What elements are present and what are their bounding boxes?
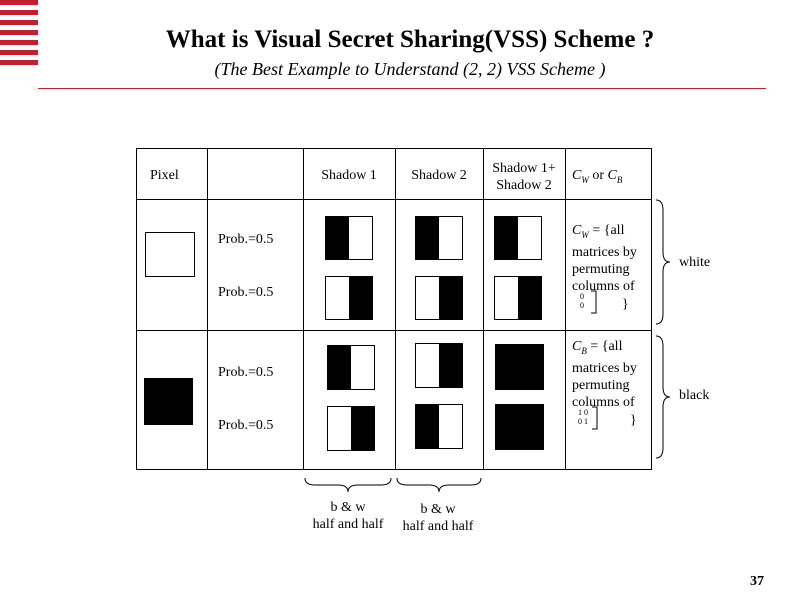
cw-base-matrix: 0 0 bbox=[580, 292, 584, 310]
header-pixel: Pixel bbox=[150, 168, 179, 183]
cb-definition: CB = {all matrices by permuting columns … bbox=[572, 338, 650, 411]
share-block-black-left bbox=[415, 216, 463, 260]
title-divider bbox=[38, 88, 766, 89]
cb-close-brace: } bbox=[630, 413, 637, 428]
matrix-bracket bbox=[592, 406, 598, 430]
cw-close-brace: } bbox=[622, 297, 629, 312]
table-col-divider bbox=[483, 148, 484, 470]
vss-table bbox=[136, 148, 652, 470]
header-stacked-line1: Shadow 1+ bbox=[492, 161, 556, 176]
share-block-black-left bbox=[327, 345, 375, 390]
slide-subtitle: (The Best Example to Understand (2, 2) V… bbox=[214, 59, 606, 79]
share-block-black-right bbox=[415, 343, 463, 388]
white-curly-brace bbox=[655, 199, 671, 325]
stacked-block-full bbox=[495, 344, 544, 390]
cb-matrix-row: 1 0 bbox=[578, 408, 588, 417]
cw-symbol: C bbox=[572, 168, 582, 183]
header-stacked: Shadow 1+ Shadow 2 bbox=[483, 160, 565, 194]
slide-title: What is Visual Secret Sharing(VSS) Schem… bbox=[165, 26, 655, 53]
cb-matrix-row: 0 1 bbox=[578, 417, 588, 426]
cw-definition-subscript: W bbox=[581, 229, 589, 240]
stacked-block-half bbox=[494, 276, 542, 320]
header-shadow2: Shadow 2 bbox=[411, 168, 467, 183]
caption-line: half and half bbox=[402, 519, 474, 534]
table-row-divider bbox=[136, 330, 652, 331]
cw-subscript: W bbox=[581, 174, 589, 185]
stacked-block-full bbox=[495, 404, 544, 450]
header-shadow1: Shadow 1 bbox=[321, 168, 377, 183]
title-stripes bbox=[0, 0, 38, 70]
cw-definition-symbol: C bbox=[572, 223, 582, 238]
table-col-divider bbox=[303, 148, 304, 470]
cw-matrix-row: 0 bbox=[580, 292, 584, 301]
cb-definition-symbol: C bbox=[572, 339, 582, 354]
caption-line: b & w bbox=[330, 500, 366, 515]
matrix-bracket bbox=[591, 290, 597, 314]
share-block-black-right bbox=[325, 276, 373, 320]
white-label: white bbox=[679, 255, 711, 270]
cw-definition: CW = {all matrices by permuting columns … bbox=[572, 222, 650, 295]
table-col-divider bbox=[565, 148, 566, 470]
table-row-divider bbox=[136, 199, 652, 200]
black-label: black bbox=[679, 388, 710, 403]
share-block-black-left bbox=[325, 216, 373, 260]
cb-definition-subscript: B bbox=[581, 345, 587, 356]
black-pixel bbox=[144, 378, 193, 425]
share-block-black-left bbox=[415, 404, 463, 449]
stacked-block-half bbox=[494, 216, 542, 260]
black-curly-brace bbox=[655, 335, 671, 459]
cw-matrix-row: 0 bbox=[580, 301, 584, 310]
prob-label: Prob.=0.5 bbox=[218, 418, 274, 433]
cb-subscript: B bbox=[616, 174, 623, 185]
share-block-black-right bbox=[415, 276, 463, 320]
shadow1-caption: b & w half and half bbox=[298, 499, 398, 533]
caption-line: half and half bbox=[312, 517, 384, 532]
prob-label: Prob.=0.5 bbox=[218, 285, 274, 300]
table-col-divider bbox=[395, 148, 396, 470]
header-stacked-line2: Shadow 2 bbox=[496, 178, 552, 193]
header-or: or bbox=[588, 168, 608, 183]
table-col-divider bbox=[207, 148, 208, 470]
cb-definition-text: = {all matrices by permuting columns of bbox=[572, 339, 637, 410]
shadow2-caption: b & w half and half bbox=[388, 501, 488, 535]
caption-line: b & w bbox=[420, 502, 456, 517]
cb-base-matrix: 1 0 0 1 bbox=[578, 408, 588, 426]
page-number: 37 bbox=[750, 574, 764, 589]
prob-label: Prob.=0.5 bbox=[218, 365, 274, 380]
cb-symbol: C bbox=[607, 168, 617, 183]
header-cw-cb: CW or CB bbox=[572, 167, 622, 189]
white-pixel bbox=[145, 232, 195, 277]
shadow1-bottom-brace bbox=[304, 477, 392, 493]
prob-label: Prob.=0.5 bbox=[218, 232, 274, 247]
cw-definition-text: = {all matrices by permuting columns of bbox=[572, 223, 637, 294]
share-block-black-right bbox=[327, 406, 375, 451]
shadow2-bottom-brace bbox=[396, 477, 482, 493]
